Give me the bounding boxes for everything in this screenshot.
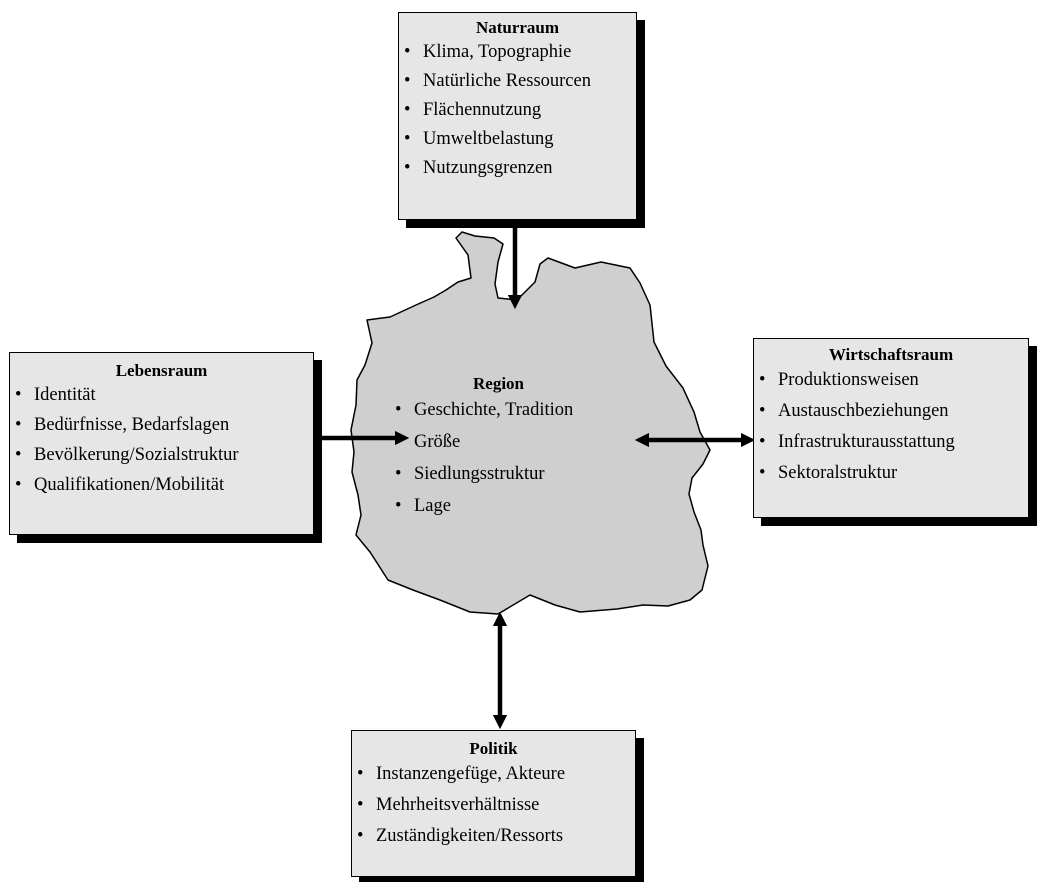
list-item: Flächennutzung <box>399 96 636 125</box>
list-item: Produktionsweisen <box>754 365 1028 395</box>
list-item-label: Lage <box>414 496 451 516</box>
region-title: Region <box>473 374 524 393</box>
politik-title: Politik <box>469 739 518 758</box>
list-item: Austauschbeziehungen <box>754 396 1028 426</box>
list-item-label: Geschichte, Tradition <box>414 400 574 420</box>
list-item: Infrastrukturausstattung <box>754 427 1028 457</box>
naturraum-box: Naturraum Klima, Topographie Natürliche … <box>398 12 637 220</box>
list-item: Klima, Topographie <box>399 38 636 67</box>
list-item: Nutzungsgrenzen <box>399 154 636 183</box>
region-map-shape <box>350 231 711 615</box>
list-item: Zuständigkeiten/Ressorts <box>352 821 635 851</box>
lebensraum-list: Identität Bedürfnisse, Bedarfslagen Bevö… <box>10 381 313 500</box>
bullet-icon: • <box>395 400 402 420</box>
naturraum-title: Naturraum <box>475 18 560 37</box>
list-item: • Lage <box>390 490 620 522</box>
politik-box: Politik Instanzengefüge, Akteure Mehrhei… <box>351 730 636 877</box>
list-item: • Größe <box>390 426 620 458</box>
list-item: Mehrheitsverhältnisse <box>352 790 635 820</box>
list-item-label: Siedlungsstruktur <box>414 464 545 484</box>
bullet-icon: • <box>395 432 402 452</box>
list-item-label: Größe <box>414 432 461 452</box>
list-item: • Siedlungsstruktur <box>390 458 620 490</box>
list-item: Identität <box>10 381 313 410</box>
bullet-icon: • <box>395 496 402 516</box>
lebensraum-box: Lebensraum Identität Bedürfnisse, Bedarf… <box>9 352 314 535</box>
naturraum-list: Klima, Topographie Natürliche Ressourcen… <box>399 38 636 183</box>
list-item: Instanzengefüge, Akteure <box>352 759 635 789</box>
list-item: Umweltbelastung <box>399 125 636 154</box>
politik-list: Instanzengefüge, Akteure Mehrheitsverhäl… <box>352 759 635 851</box>
lebensraum-title: Lebensraum <box>115 361 208 380</box>
wirtschaftsraum-title: Wirtschaftsraum <box>828 345 954 364</box>
wirtschaftsraum-box: Wirtschaftsraum Produktionsweisen Austau… <box>753 338 1029 518</box>
list-item: Natürliche Ressourcen <box>399 67 636 96</box>
list-item: Bevölkerung/Sozialstruktur <box>10 441 313 470</box>
region-list: • Geschichte, Tradition • Größe • Siedlungs… <box>390 394 620 522</box>
list-item: Bedürfnisse, Bedarfslagen <box>10 411 313 440</box>
list-item: Qualifikationen/Mobilität <box>10 471 313 500</box>
region-content: Region • Geschichte, Tradition • Größe • Si… <box>390 374 620 522</box>
list-item: • Geschichte, Tradition <box>390 394 620 426</box>
bullet-icon: • <box>395 464 402 484</box>
list-item: Sektoralstruktur <box>754 458 1028 488</box>
wirtschaftsraum-list: Produktionsweisen Austauschbeziehungen I… <box>754 365 1028 488</box>
